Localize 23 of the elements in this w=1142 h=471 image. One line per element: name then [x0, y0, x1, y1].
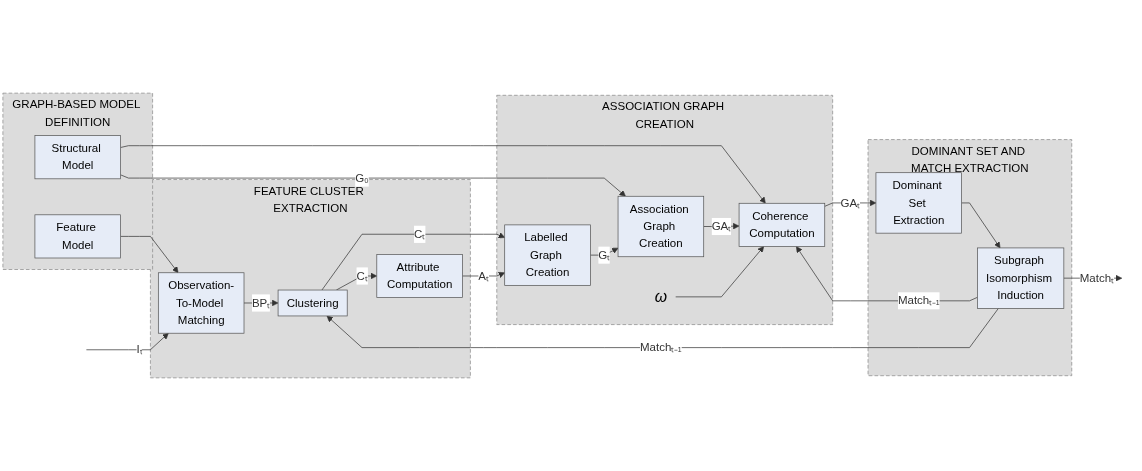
node-box: Clustering	[277, 289, 348, 317]
edge-label: Gₜ	[598, 248, 611, 261]
edge-label: Cₜ	[414, 227, 426, 240]
node-box: Labelled Graph Creation	[504, 224, 591, 286]
node-box: Dominant Set Extraction	[875, 172, 962, 234]
edge-label: GAₜ	[840, 196, 861, 209]
edge-label: Matchₜ	[1079, 271, 1114, 284]
node-box: Association Graph Creation	[617, 195, 705, 258]
node-box: Attribute Computation	[376, 254, 463, 298]
edge-label: GAₜ	[711, 220, 732, 233]
edge-label: G₀	[355, 171, 369, 184]
node-box: Subgraph Isomorphism Induction	[977, 247, 1065, 309]
edge-label: Matchₜ₋₁	[640, 341, 682, 354]
edge-label: Cₜ	[356, 269, 368, 282]
node-box: Coherence Computation	[738, 202, 826, 247]
edge-label: Aₜ	[478, 269, 489, 282]
edge-label: Iₜ	[136, 343, 143, 356]
node-box: Feature Model	[34, 214, 121, 259]
edge-label: BPₜ	[251, 296, 271, 309]
node-box: Observation-To-Model Matching	[158, 272, 245, 334]
edge-label: Matchₜ₋₁	[897, 294, 940, 307]
node-box: Structural Model	[34, 135, 121, 180]
node-text: ω	[654, 287, 668, 306]
